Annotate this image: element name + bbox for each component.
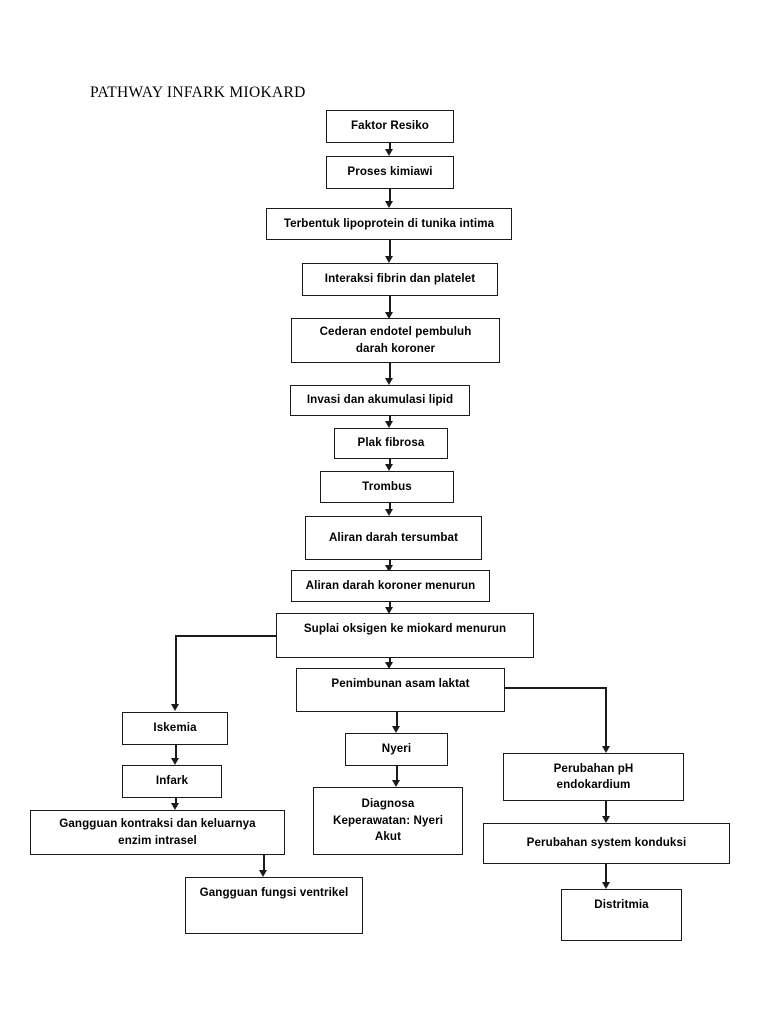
- node-plak-fibrosa: Plak fibrosa: [334, 428, 448, 459]
- node-label: Aliran darah koroner menurun: [305, 578, 476, 592]
- edge-penimbunan-branch-vertical: [605, 687, 607, 747]
- node-label: Interaksi fibrin dan platelet: [324, 272, 476, 286]
- edge-suplai-to-penimbunan: [389, 658, 391, 665]
- edge-lipoprotein-to-fibrin: [389, 240, 391, 257]
- edge-iskemia-to-infark: [175, 745, 177, 759]
- edge-fibrin-to-cederan: [389, 296, 391, 313]
- arrowhead-aliran-tersumbat: [385, 509, 394, 516]
- arrowhead-distritmia: [601, 882, 610, 889]
- arrowhead-interaksi-fibrin: [385, 256, 394, 263]
- arrowhead-suplai-oksigen: [385, 607, 394, 614]
- node-label: Plak fibrosa: [357, 436, 425, 450]
- node-aliran-koroner-menurun: Aliran darah koroner menurun: [291, 570, 490, 602]
- node-label: Iskemia: [153, 721, 197, 735]
- edge-nyeri-to-diagnosa: [396, 766, 398, 781]
- node-label: Gangguan fungsi ventrikel: [199, 886, 349, 899]
- node-label: Cederan endotel pembuluh darah koroner: [319, 325, 472, 355]
- node-interaksi-fibrin: Interaksi fibrin dan platelet: [302, 263, 498, 296]
- edge-konduksi-to-distritmia: [605, 864, 607, 883]
- node-gangguan-kontraksi: Gangguan kontraksi dan keluarnya enzim i…: [30, 810, 285, 855]
- node-label: Invasi dan akumulasi lipid: [306, 393, 454, 407]
- page-title: PATHWAY INFARK MIOKARD: [90, 84, 306, 101]
- edge-faktor-to-proses: [389, 143, 391, 153]
- node-lipoprotein: Terbentuk lipoprotein di tunika intima: [266, 208, 512, 240]
- edge-infark-to-gangguan-kontraksi: [175, 798, 177, 807]
- node-trombus: Trombus: [320, 471, 454, 503]
- arrowhead-invasi-lipid: [385, 378, 394, 385]
- arrowhead-iskemia: [171, 704, 180, 711]
- arrowhead-penimbunan-laktat: [385, 662, 394, 669]
- node-label: Suplai oksigen ke miokard menurun: [303, 622, 507, 635]
- edge-koroner-to-suplai: [389, 602, 391, 611]
- node-faktor-resiko: Faktor Resiko: [326, 110, 454, 143]
- node-aliran-tersumbat: Aliran darah tersumbat: [305, 516, 482, 560]
- arrowhead-lipoprotein: [385, 201, 394, 208]
- node-proses-kimiawi: Proses kimiawi: [326, 156, 454, 189]
- edge-kontraksi-to-ventrikel: [263, 855, 265, 872]
- node-label: Proses kimiawi: [347, 165, 433, 179]
- edge-suplai-branch-horizontal: [175, 635, 276, 637]
- node-nyeri: Nyeri: [345, 733, 448, 766]
- node-label: Trombus: [362, 479, 412, 493]
- edge-proses-to-lipoprotein: [389, 189, 391, 202]
- node-infark: Infark: [122, 765, 222, 798]
- node-cederan-endotel: Cederan endotel pembuluh darah koroner: [291, 318, 500, 363]
- node-label: Perubahan system konduksi: [526, 836, 687, 850]
- arrowhead-infark: [171, 758, 180, 765]
- edge-plak-to-trombus: [389, 459, 391, 468]
- node-label: Distritmia: [594, 898, 649, 911]
- node-perubahan-konduksi: Perubahan system konduksi: [483, 823, 730, 864]
- edge-penimbunan-to-nyeri: [396, 712, 398, 727]
- node-label: Nyeri: [381, 742, 412, 756]
- node-label: Aliran darah tersumbat: [328, 530, 459, 544]
- arrowhead-perubahan-ph: [601, 746, 610, 753]
- arrowhead-proses-kimiawi: [385, 149, 394, 156]
- edge-cederan-to-invasi: [389, 363, 391, 379]
- arrowhead-plak-fibrosa: [385, 421, 394, 428]
- node-label: Faktor Resiko: [351, 119, 429, 133]
- arrowhead-gangguan-ventrikel: [259, 870, 268, 877]
- arrowhead-aliran-koroner: [385, 565, 394, 572]
- node-gangguan-ventrikel: Gangguan fungsi ventrikel: [185, 877, 363, 934]
- arrowhead-nyeri: [392, 726, 401, 733]
- arrowhead-gangguan-kontraksi: [171, 803, 180, 810]
- edge-ph-to-konduksi: [605, 801, 607, 817]
- node-penimbunan-laktat: Penimbunan asam laktat: [296, 668, 505, 712]
- edge-invasi-to-plak: [389, 416, 391, 425]
- node-label: Diagnosa Keperawatan: Nyeri Akut: [332, 797, 444, 844]
- node-label: Perubahan pH endokardium: [553, 761, 634, 791]
- node-label: Infark: [155, 774, 189, 788]
- node-label: Gangguan kontraksi dan keluarnya enzim i…: [59, 817, 256, 847]
- node-diagnosa-nyeri-akut: Diagnosa Keperawatan: Nyeri Akut: [313, 787, 463, 855]
- arrowhead-cederan-endotel: [385, 312, 394, 319]
- arrowhead-perubahan-konduksi: [601, 816, 610, 823]
- edge-penimbunan-branch-horizontal: [505, 687, 607, 689]
- arrowhead-diagnosa-nyeri: [392, 780, 401, 787]
- node-suplai-oksigen: Suplai oksigen ke miokard menurun: [276, 613, 534, 658]
- node-label: Penimbunan asam laktat: [331, 677, 470, 690]
- node-perubahan-ph: Perubahan pH endokardium: [503, 753, 684, 801]
- edge-trombus-to-tersumbat: [389, 503, 391, 513]
- node-iskemia: Iskemia: [122, 712, 228, 745]
- node-label: Terbentuk lipoprotein di tunika intima: [283, 216, 495, 230]
- node-distritmia: Distritmia: [561, 889, 682, 941]
- edge-suplai-branch-vertical: [175, 635, 177, 705]
- edge-tersumbat-to-koroner: [389, 560, 391, 569]
- arrowhead-trombus: [385, 464, 394, 471]
- node-invasi-lipid: Invasi dan akumulasi lipid: [290, 385, 470, 416]
